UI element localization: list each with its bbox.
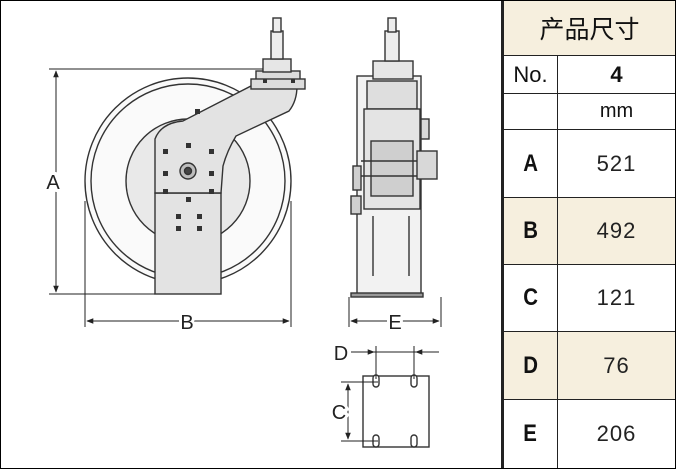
dimension-letter: C	[523, 284, 538, 311]
dimension-e	[348, 297, 442, 327]
dimension-d	[351, 346, 439, 379]
side-view	[350, 17, 438, 298]
front-view	[84, 17, 306, 295]
table-row: C 121	[504, 265, 675, 332]
dimension-value: 206	[596, 421, 637, 446]
dimension-letter: B	[523, 217, 538, 244]
table-unit-row: mm	[504, 94, 675, 130]
unit-label: mm	[599, 100, 634, 122]
front-bolts	[163, 79, 295, 231]
dimension-a-label: A	[46, 172, 60, 194]
table-row: D 76	[504, 332, 675, 400]
table-model-row: No. 4	[504, 56, 675, 94]
dimension-d-label: D	[334, 343, 348, 365]
dimension-value: 492	[596, 218, 637, 243]
dimension-c	[341, 381, 378, 442]
table-title-row: 产品尺寸	[504, 1, 675, 56]
dimension-e-label: E	[388, 312, 401, 334]
dimension-b	[84, 201, 292, 327]
dimension-c-label: C	[332, 402, 346, 424]
dimension-value: 521	[596, 150, 637, 176]
unit-blank-cell	[504, 94, 558, 129]
table-title: 产品尺寸	[539, 15, 640, 44]
dimension-a	[49, 68, 263, 295]
dimension-table: 产品尺寸 No. 4 mm A 521 B 492 C 121 D 76 E 2…	[501, 1, 675, 468]
model-label: No.	[504, 56, 558, 93]
table-row: E 206	[504, 400, 675, 468]
table-row: B 492	[504, 198, 675, 265]
dimension-value: 121	[596, 285, 637, 310]
dimension-letter: A	[523, 149, 538, 177]
dimension-value: 76	[603, 352, 630, 378]
dimension-letter: D	[523, 351, 538, 379]
mounting-plate	[362, 374, 430, 448]
table-row: A 521	[504, 130, 675, 198]
hose-reel-drawing: A B	[43, 17, 442, 448]
dimension-b-label: B	[180, 312, 193, 334]
dimension-letter: E	[523, 420, 538, 447]
model-value: 4	[610, 61, 623, 87]
